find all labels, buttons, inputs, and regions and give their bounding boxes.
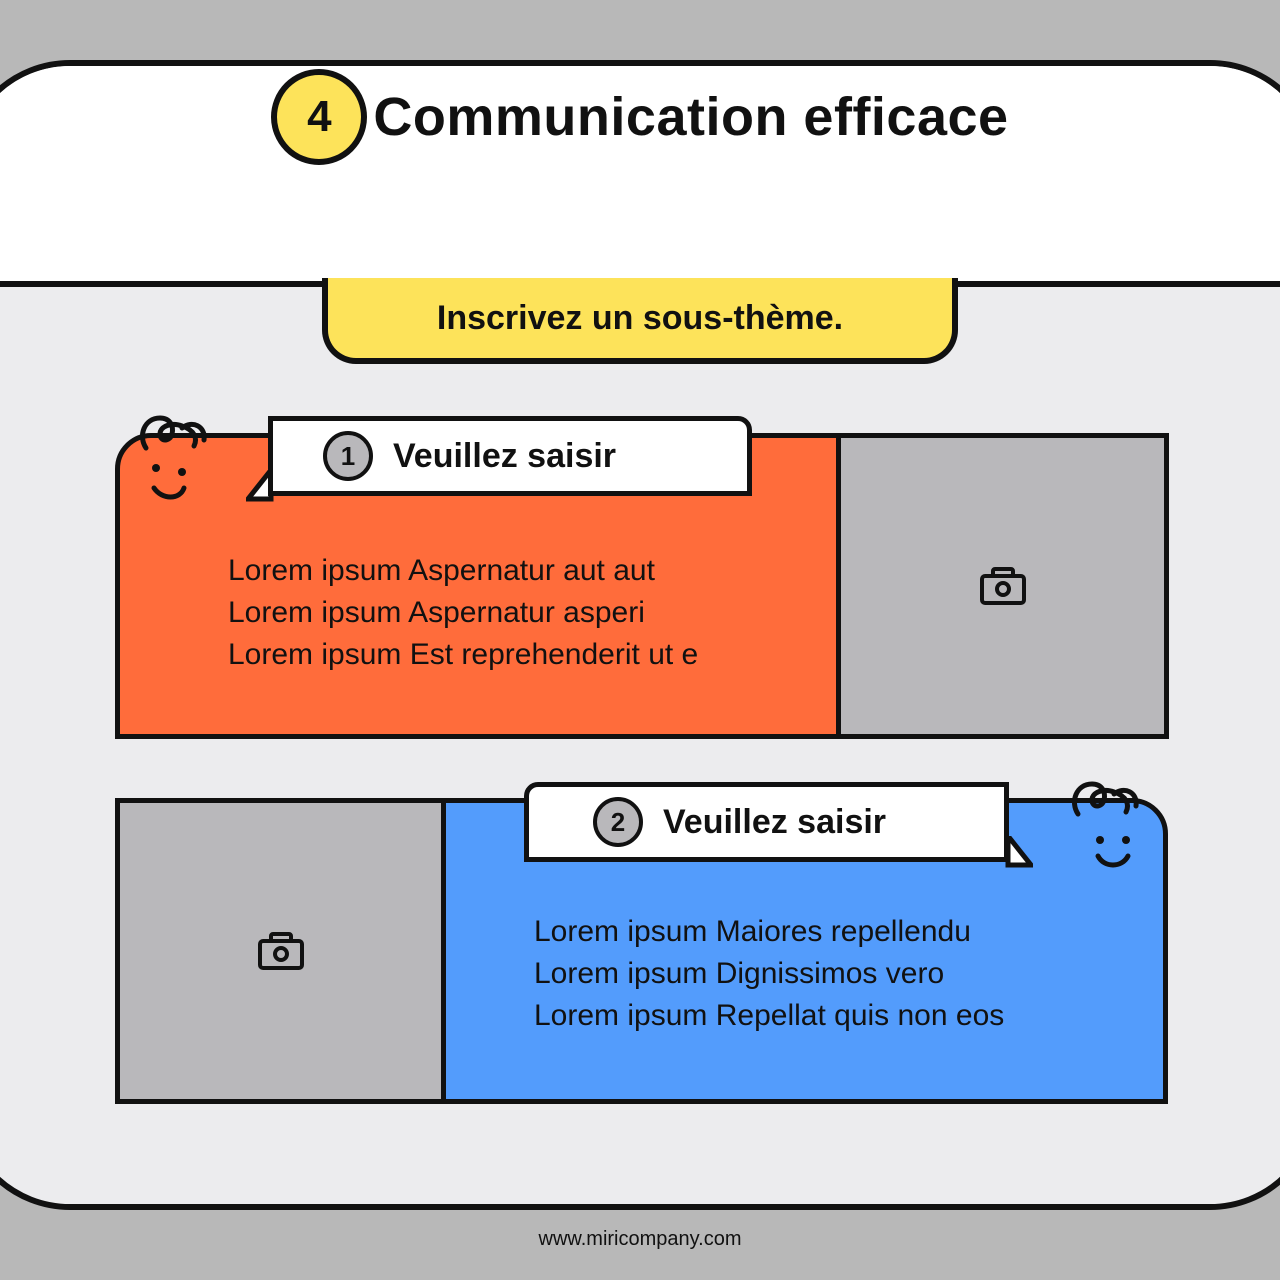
- camera-icon: [257, 932, 304, 970]
- smiley-face-icon: [1072, 781, 1139, 868]
- image-placeholder-2[interactable]: [115, 798, 446, 1104]
- section-1-line: Lorem ipsum Est reprehenderit ut e: [228, 638, 699, 671]
- section-1-label[interactable]: 1 Veuillez saisir: [268, 416, 752, 496]
- page-title: Communication efficace: [373, 87, 1009, 147]
- section-number-badge: 4: [271, 69, 368, 165]
- section-2-number: 2: [593, 797, 643, 847]
- page-header: 4 Communication efficace: [0, 69, 1280, 165]
- smiley-face-icon: [140, 415, 207, 500]
- section-1-label-text: Veuillez saisir: [393, 436, 617, 475]
- subtheme-banner[interactable]: Inscrivez un sous-thème.: [322, 278, 958, 364]
- section-2-label[interactable]: 2 Veuillez saisir: [524, 782, 1009, 862]
- section-1-text: Lorem ipsum Aspernatur aut aut Lorem ips…: [228, 550, 698, 676]
- footer-url[interactable]: www.miricompany.com: [538, 1228, 742, 1250]
- section-2-line: Lorem ipsum Dignissimos vero: [534, 957, 945, 990]
- section-1-line: Lorem ipsum Aspernatur aut aut: [228, 554, 655, 587]
- header-area: [0, 66, 1280, 287]
- section-2-text: Lorem ipsum Maiores repellendu Lorem ips…: [534, 911, 1004, 1037]
- section-2-line: Lorem ipsum Maiores repellendu: [534, 915, 971, 948]
- section-1-line: Lorem ipsum Aspernatur asperi: [228, 596, 645, 629]
- section-1-number: 1: [323, 431, 373, 481]
- image-placeholder-1[interactable]: [836, 433, 1169, 739]
- section-2-label-text: Veuillez saisir: [663, 802, 887, 841]
- section-2-line: Lorem ipsum Repellat quis non eos: [534, 999, 1005, 1032]
- camera-icon: [979, 567, 1026, 605]
